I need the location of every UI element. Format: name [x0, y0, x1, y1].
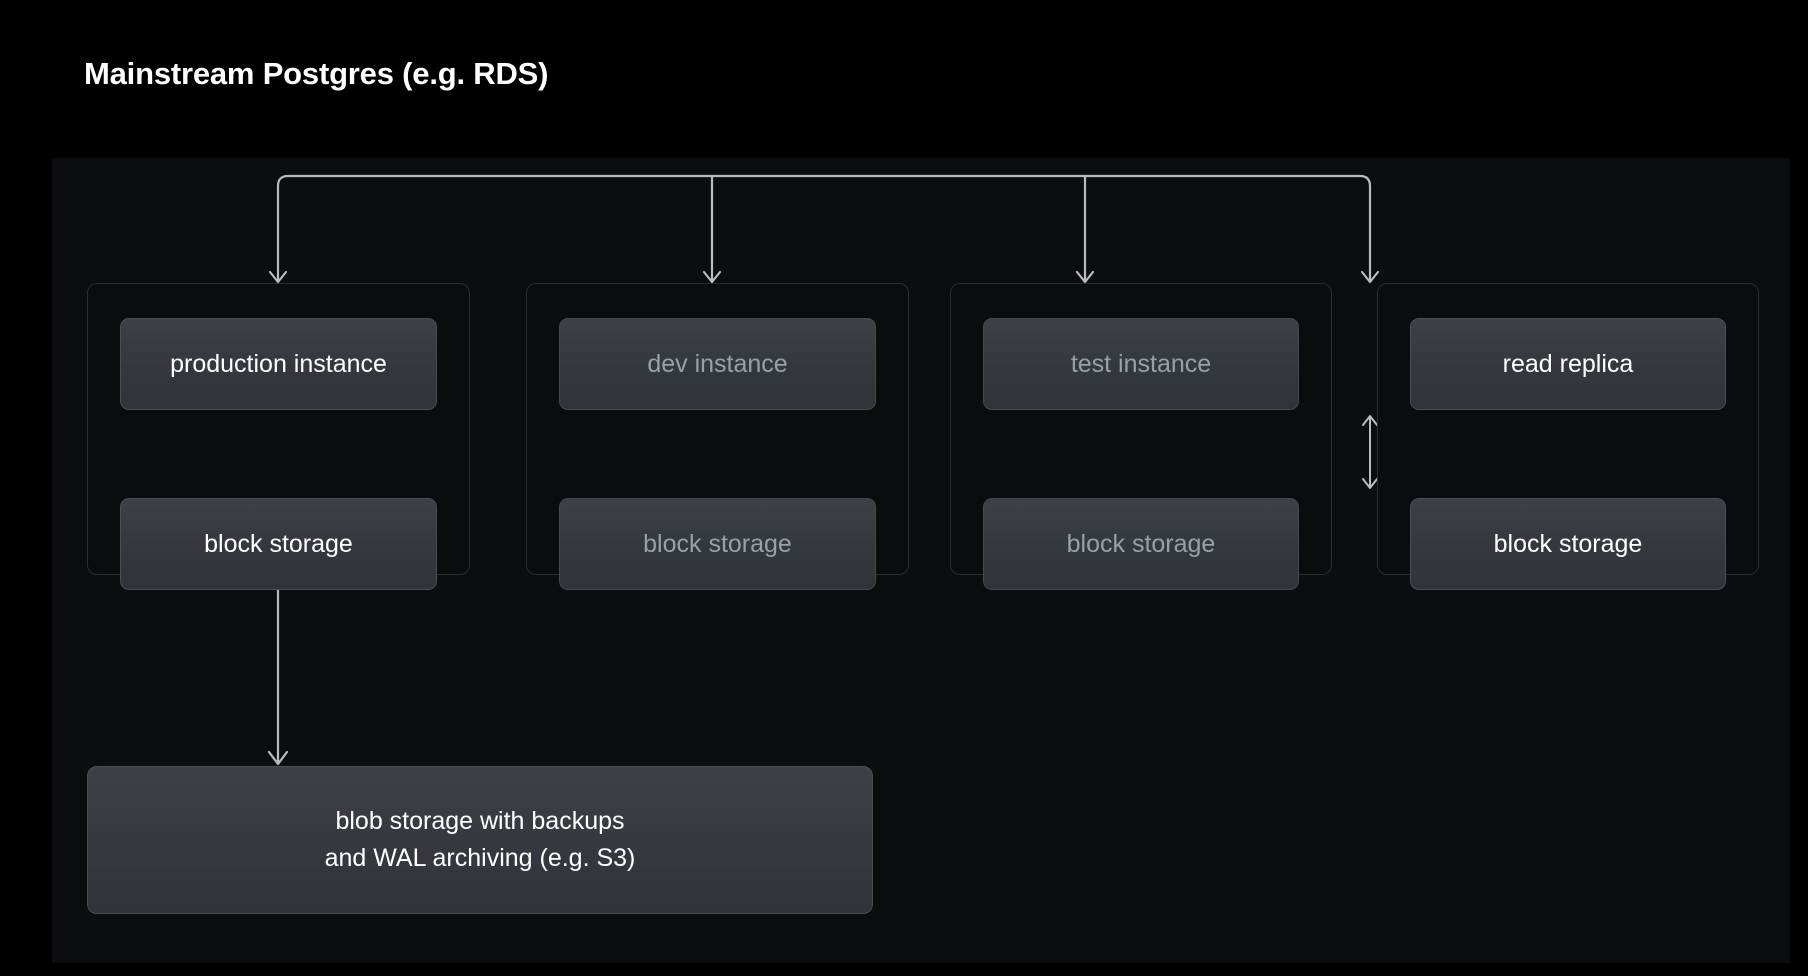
group-test[interactable]: test instance block storage — [950, 283, 1332, 590]
node-label: block storage — [643, 529, 792, 558]
node-label: test instance — [1070, 349, 1212, 378]
diagram-panel: production instance block storage dev in… — [52, 158, 1790, 963]
node-read-replica-instance[interactable]: read replica — [1410, 318, 1726, 410]
node-dev-instance[interactable]: dev instance — [559, 318, 876, 410]
node-test-instance[interactable]: test instance — [983, 318, 1299, 410]
group-read-replica[interactable]: read replica block storage — [1377, 283, 1759, 590]
node-label: block storage — [1066, 529, 1216, 558]
node-label: dev instance — [647, 349, 788, 378]
node-label: block storage — [204, 529, 353, 558]
group-production[interactable]: production instance block storage — [87, 283, 470, 590]
node-production-instance[interactable]: production instance — [120, 318, 437, 410]
group-dev[interactable]: dev instance block storage — [526, 283, 909, 590]
node-blob-storage[interactable]: blob storage with backups and WAL archiv… — [87, 766, 873, 914]
node-read-replica-block-storage[interactable]: block storage — [1410, 498, 1726, 590]
node-label: blob storage with backups and WAL archiv… — [324, 807, 636, 872]
node-dev-block-storage[interactable]: block storage — [559, 498, 876, 590]
node-label: read replica — [1502, 349, 1634, 378]
node-label: production instance — [170, 349, 387, 378]
node-production-block-storage[interactable]: block storage — [120, 498, 437, 590]
node-label: block storage — [1493, 529, 1643, 558]
node-test-block-storage[interactable]: block storage — [983, 498, 1299, 590]
page-title: Mainstream Postgres (e.g. RDS) — [84, 56, 549, 91]
